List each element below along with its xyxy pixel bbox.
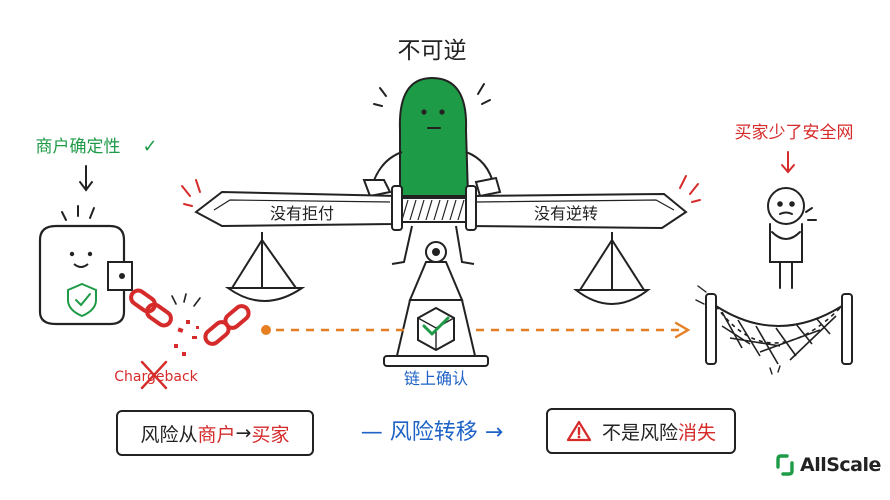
box-left-buyer: 买家 bbox=[251, 423, 290, 446]
risk-shift-label: — 风险转移 → bbox=[360, 420, 504, 445]
merchant-check-icon: ✓ bbox=[142, 136, 157, 157]
net-fragments bbox=[695, 285, 781, 375]
warning-icon bbox=[566, 420, 592, 442]
box-right-prefix: 不是风险 bbox=[601, 421, 678, 444]
box-left-arrow: → bbox=[235, 422, 252, 444]
allscale-logo-icon bbox=[776, 454, 794, 476]
onchain-cube-icon bbox=[417, 306, 455, 352]
chain-break-marks bbox=[171, 293, 201, 307]
beam-tip-emphasis bbox=[181, 175, 701, 207]
left-beam-label: 没有拒付 bbox=[270, 204, 334, 223]
title: 不可逆 bbox=[398, 38, 467, 64]
merchant-label: 商户确定性 bbox=[36, 137, 121, 157]
chain-fragments bbox=[174, 320, 199, 356]
broken-chain-icon bbox=[129, 288, 251, 346]
green-character bbox=[362, 76, 502, 265]
wallet-icon bbox=[38, 205, 133, 326]
risk-not-gone-box: 不是风险消失 bbox=[546, 408, 736, 454]
box-left-merchant: 商户 bbox=[197, 423, 236, 446]
safety-net bbox=[705, 293, 853, 365]
onchain-label: 链上确认 bbox=[404, 369, 468, 388]
right-pan bbox=[573, 232, 651, 305]
right-beam-label: 没有逆转 bbox=[534, 204, 598, 223]
buyer-figure bbox=[767, 187, 817, 289]
box-left-prefix: 风险从 bbox=[140, 423, 198, 446]
merchant-down-arrow-icon bbox=[79, 165, 93, 192]
risk-from-merchant-box: 风险从商户 → 买家 bbox=[116, 410, 314, 456]
emphasis-lines-top bbox=[373, 83, 491, 107]
beam-center bbox=[391, 185, 477, 231]
allscale-logo-text: AllScale bbox=[800, 454, 881, 476]
buyer-label: 买家少了安全网 bbox=[735, 123, 854, 143]
chargeback-cross-icon bbox=[140, 360, 168, 390]
buyer-down-arrow-icon bbox=[781, 151, 795, 174]
left-pan bbox=[224, 232, 306, 302]
allscale-logo: AllScale bbox=[774, 450, 881, 480]
box-right-suffix: 消失 bbox=[678, 421, 717, 444]
risk-transfer-arrow bbox=[261, 321, 691, 339]
